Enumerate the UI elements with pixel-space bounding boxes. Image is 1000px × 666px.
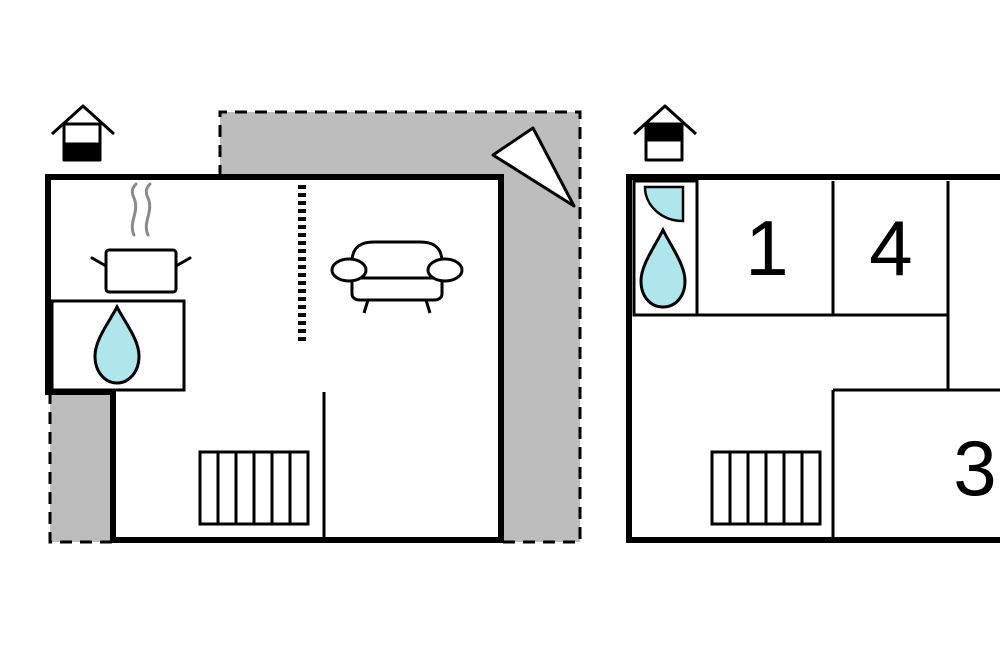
compass-north-arrow-icon [491, 126, 576, 208]
house-upper-floor-icon [632, 104, 698, 162]
shower-door-icon [643, 185, 685, 223]
upper-floor: 1 4 3 [626, 104, 1000, 543]
sofa-icon [330, 240, 464, 314]
cooking-pot-icon [90, 248, 192, 294]
room-number-4: 4 [869, 204, 912, 292]
room-number-3: 3 [953, 424, 996, 512]
ground-floor [45, 104, 582, 544]
water-drop-icon [639, 226, 687, 309]
staircase-icon [710, 450, 822, 526]
water-drop-icon [93, 303, 141, 385]
upper-floor-outer-walls [626, 174, 1000, 543]
steam-icon [130, 182, 152, 237]
house-ground-floor-icon [50, 104, 116, 162]
staircase-icon [198, 450, 310, 526]
terrace-dashed-border [48, 110, 582, 544]
room-number-1: 1 [745, 204, 788, 292]
upper-floor-partitions [632, 179, 1000, 540]
